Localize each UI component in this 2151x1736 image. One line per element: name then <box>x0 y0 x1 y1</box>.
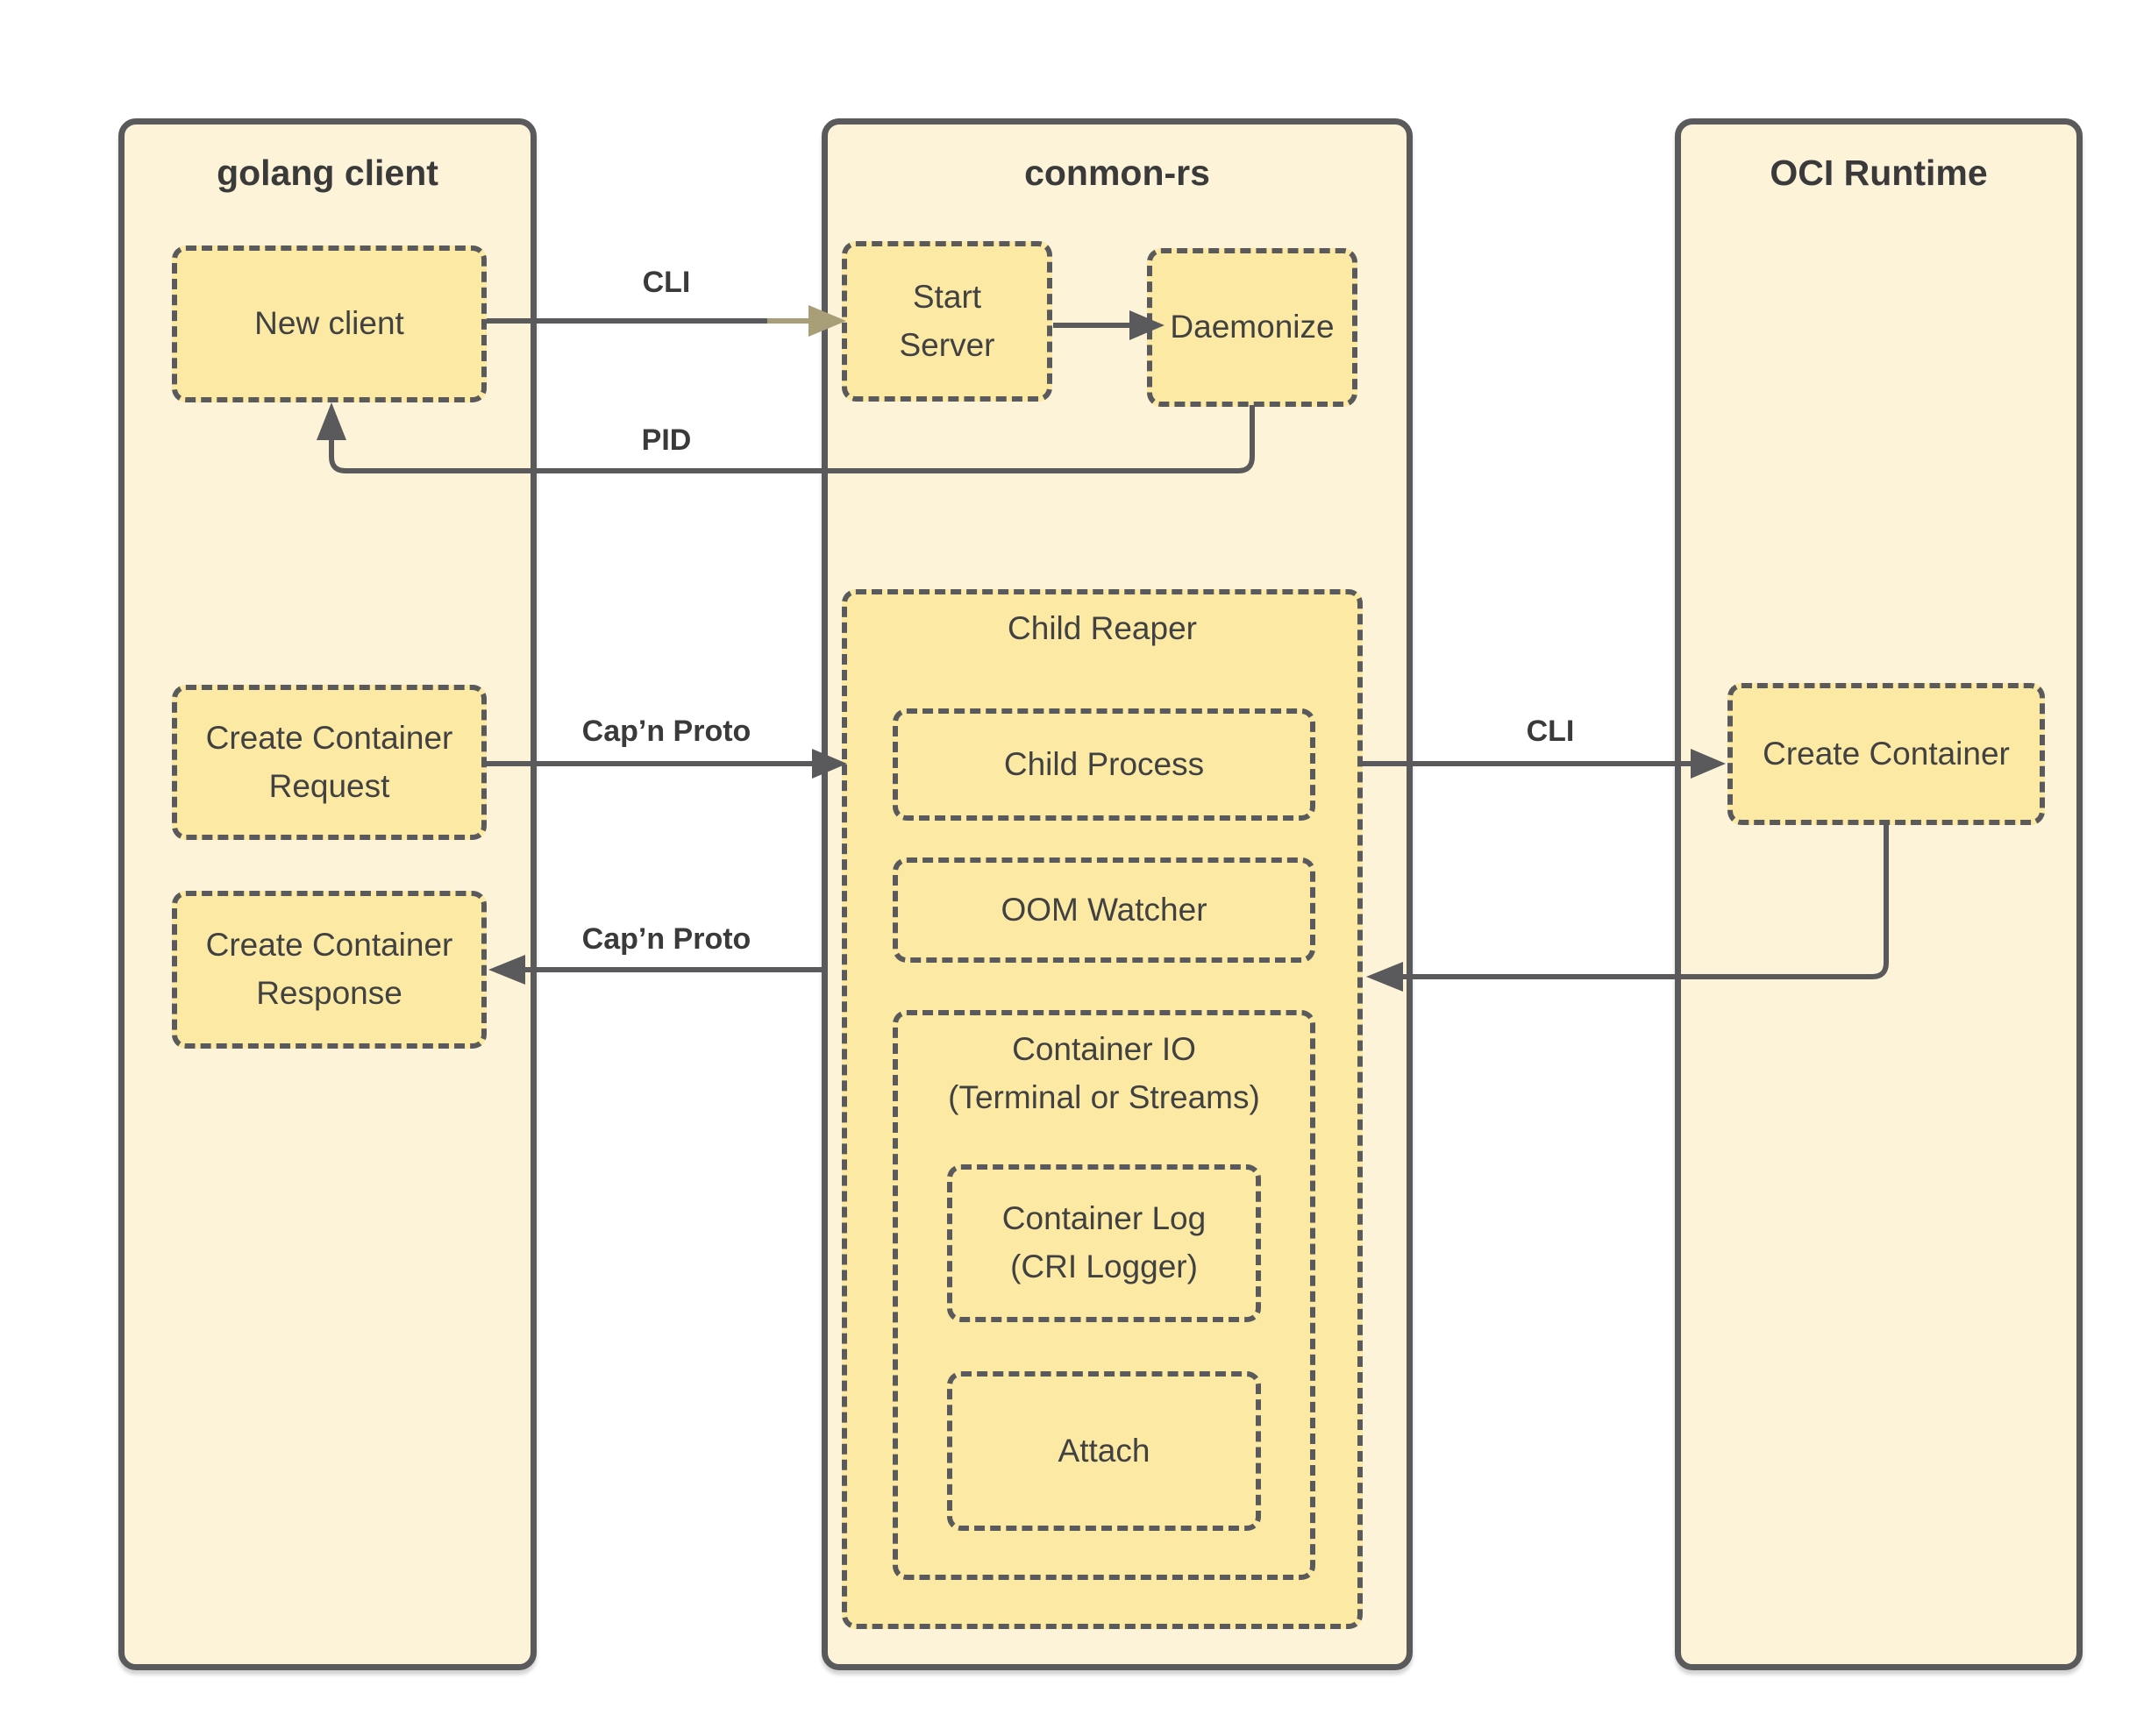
node-create-container-response: Create Container Response <box>172 891 487 1049</box>
node-child-reaper-label: Child Reaper <box>1008 610 1197 646</box>
column-title-golang-client: golang client <box>217 153 438 193</box>
column-title-conmon-rs: conmon-rs <box>1024 153 1210 193</box>
edge-label-capn-proto-request: Cap’n Proto <box>581 715 751 748</box>
node-container-log-line2: (CRI Logger) <box>1010 1249 1198 1284</box>
node-child-process: Child Process <box>893 708 1315 821</box>
node-start-server-line2: Server <box>899 326 995 363</box>
node-start-server-line1: Start <box>912 278 982 315</box>
edge-label-cli-start: CLI <box>642 266 691 299</box>
node-oom-watcher: OOM Watcher <box>893 857 1315 963</box>
edge-label-pid: PID <box>641 423 692 457</box>
edge-label-capn-proto-response: Cap’n Proto <box>581 922 751 956</box>
node-oom-watcher-label: OOM Watcher <box>1001 891 1207 928</box>
node-start-server: Start Server <box>842 241 1052 402</box>
node-attach: Attach <box>947 1371 1261 1531</box>
node-attach-label: Attach <box>1058 1432 1150 1469</box>
node-new-client: New client <box>172 245 487 402</box>
node-daemonize-label: Daemonize <box>1170 309 1335 345</box>
node-create-container-response-line2: Response <box>256 975 402 1011</box>
column-title-oci-runtime: OCI Runtime <box>1770 153 1988 193</box>
node-create-container-response-line1: Create Container <box>205 927 453 964</box>
node-container-io-line2: (Terminal or Streams) <box>948 1078 1260 1115</box>
node-create-container: Create Container <box>1727 683 2045 825</box>
node-child-process-label: Child Process <box>1003 745 1205 782</box>
node-container-io-line1: Container IO <box>1012 1031 1196 1067</box>
node-create-container-label: Create Container <box>1763 735 2010 772</box>
node-container-log: Container Log (CRI Logger) <box>947 1164 1261 1322</box>
column-oci-runtime: OCI Runtime <box>1675 118 2083 1670</box>
node-create-container-request-line2: Request <box>268 767 390 804</box>
node-new-client-label: New client <box>254 305 404 342</box>
node-daemonize: Daemonize <box>1147 248 1357 407</box>
edge-label-cli-create: CLI <box>1526 715 1575 748</box>
node-create-container-request: Create Container Request <box>172 685 487 840</box>
node-container-log-line1: Container Log <box>1001 1200 1207 1237</box>
node-create-container-request-line1: Create Container <box>205 719 453 756</box>
